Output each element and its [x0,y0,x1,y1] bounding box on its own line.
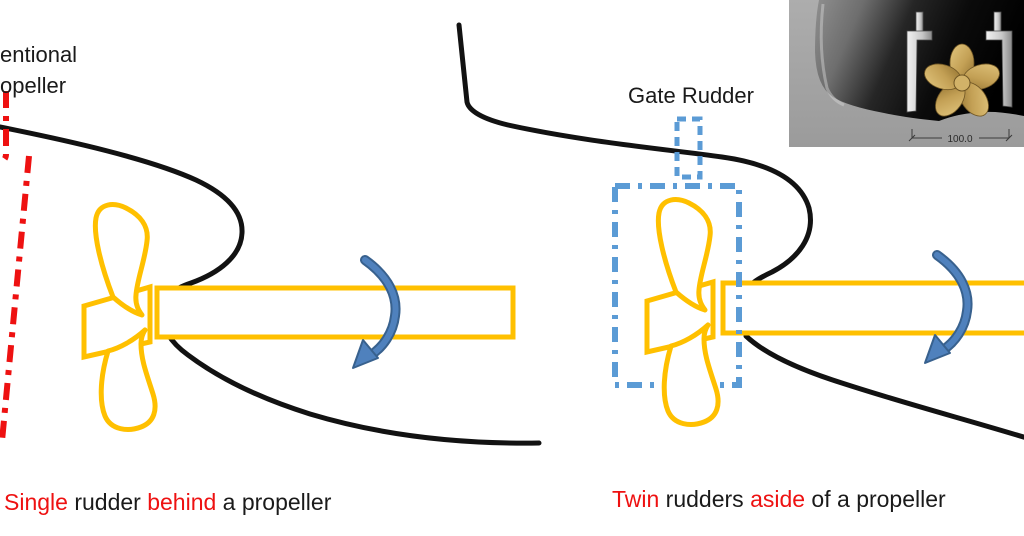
caption-word: a propeller [216,489,332,515]
left-hull-profile [0,124,542,446]
photo-left-rudder-post [915,11,924,33]
left-propeller-shaft [154,285,516,340]
gate-rudder-render-photo: 100.0 [789,0,1024,147]
gate-rudder-outline-top [674,116,703,180]
right-hull-profile-lower [743,333,1024,440]
caption-word: aside [750,486,806,512]
conventional-rudder-outline-trailing-edge [0,155,32,442]
caption-word: rudders [659,486,751,512]
cropped-label-line2: opeller [0,73,67,98]
caption-word: Twin [612,486,660,512]
right-propeller-shaft [720,280,1024,336]
photo-right-rudder-post [993,11,1002,33]
photo-dimension [908,129,1013,142]
caption-word: Single [4,489,68,515]
photo-hull-highlight [819,3,845,107]
right-propeller [647,200,718,425]
cropped-label-line1: entional [0,42,78,67]
photo-propeller [924,43,1000,117]
left-propeller [84,205,155,430]
photo-left-rudder-blade [906,30,933,113]
caption-word: behind [147,489,217,515]
gate-rudder-label: Gate Rudder [628,83,754,108]
photo-right-rudder-blade [985,30,1013,108]
photo-svg: 100.0 [789,0,1024,147]
caption-right: Twin rudders aside of a propeller [612,486,946,513]
conventional-rudder-label-cropped: entional opeller [0,39,77,101]
caption-left: Single rudder behind a propeller [4,489,331,516]
conventional-rudder-outline-top [0,91,9,166]
caption-word: of a propeller [805,486,946,512]
photo-dimension-label: 100.0 [947,134,972,145]
right-hull-profile-upper [456,22,813,297]
caption-word: rudder [67,489,148,515]
